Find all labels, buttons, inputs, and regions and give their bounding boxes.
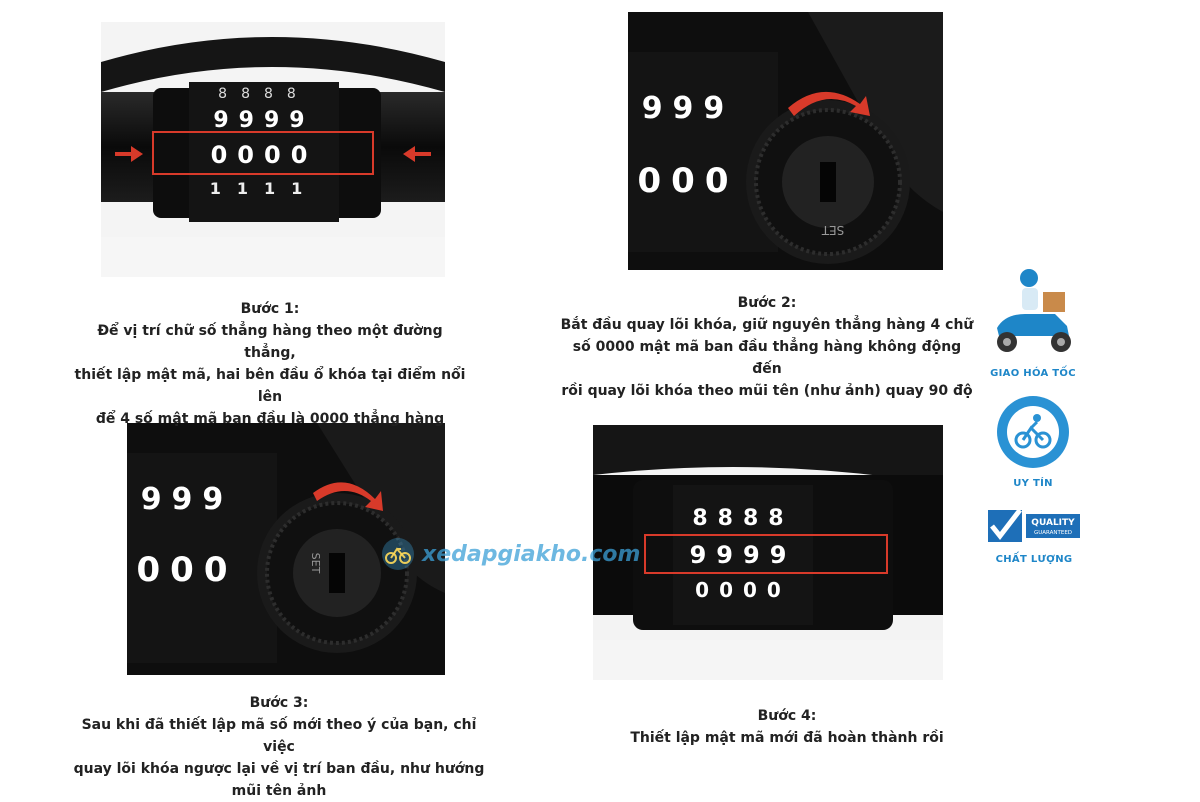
quality-badge: QUALITY GUARANTEED CHẤT LƯỢNG [984, 506, 1084, 565]
watermark: xedapgiakho.com [380, 537, 640, 571]
delivery-scooter-icon [997, 269, 1071, 352]
step-1-photo: 8888 9999 0000 1111 [101, 22, 445, 277]
step-1-line-1: Để vị trí chữ số thẳng hàng theo một đườ… [97, 323, 443, 361]
rotate-arrow-icon [788, 91, 870, 116]
combination-lock-front-image: 8888 9999 0000 1111 [101, 22, 445, 277]
quality-label: CHẤT LƯỢNG [995, 554, 1073, 565]
step-1-line-3: để 4 số mật mã ban đầu là 0000 thẳng hàn… [95, 411, 445, 427]
watermark-text: xedapgiakho.com [422, 541, 641, 567]
dial-row-9: 9999 [213, 108, 314, 133]
key-slot-icon [820, 162, 836, 202]
step-1-caption: Bước 1: Để vị trí chữ số thẳng hàng theo… [72, 298, 468, 430]
dial-row-1: 1111 [210, 179, 319, 198]
step-1-line-2: thiết lập mật mã, hai bên đầu ổ khóa tại… [74, 367, 466, 405]
key-slot-icon [329, 553, 345, 593]
lock-core-return-image: 999 000 SET [127, 423, 445, 675]
step-3-photo: 999 000 SET [127, 423, 445, 675]
step-3-title: Bước 3: [249, 695, 309, 711]
alignment-highlight-box [644, 534, 888, 574]
alignment-highlight-box [152, 131, 374, 175]
dial-column-group: 8888 9999 0000 [673, 485, 813, 625]
dial-row-8: 8888 [218, 86, 310, 102]
step-1-title: Bước 1: [240, 301, 300, 317]
step-3-line-2: quay lõi khóa ngược lại về vị trí ban đầ… [73, 761, 485, 777]
step-2-caption: Bước 2: Bắt đầu quay lõi khóa, giữ nguyê… [558, 292, 976, 402]
dial-column-group: 999 000 [127, 453, 277, 663]
dial-row-0: 000 [638, 161, 739, 201]
right-arrow-icon [403, 146, 431, 162]
dial-row-0: 0000 [695, 578, 791, 602]
quality-guaranteed-icon: QUALITY GUARANTEED [988, 508, 1080, 542]
dial-row-9: 999 [642, 91, 735, 126]
cyclist-seal-icon [997, 396, 1069, 468]
step-2-title: Bước 2: [737, 295, 797, 311]
step-4-title: Bước 4: [757, 708, 817, 724]
step-3-line-3: mũi tên ảnh [231, 783, 327, 799]
bicycle-logo-icon [382, 538, 414, 570]
step-2-line-2: số 0000 mật mã ban đầu thẳng hàng không … [572, 339, 962, 377]
dial-row-0: 000 [137, 550, 238, 590]
set-engraving: SET [821, 223, 844, 237]
fast-delivery-label: GIAO HÓA TỐC [990, 368, 1076, 379]
dial-row-0: 0000 [211, 141, 318, 169]
dial-row-9: 9999 [690, 541, 797, 569]
step-2-line-1: Bắt đầu quay lõi khóa, giữ nguyên thẳng … [560, 317, 974, 333]
step-2-line-3: rồi quay lõi khóa theo mũi tên (như ảnh)… [561, 383, 973, 399]
reputation-badge: UY TÍN [990, 394, 1076, 489]
dial-row-9: 999 [141, 482, 234, 517]
step-4-caption: Bước 4: Thiết lập mật mã mới đã hoàn thà… [600, 705, 974, 749]
step-4-photo: 8888 9999 0000 [593, 425, 943, 680]
lock-core-rotate-image: 999 000 SET [628, 12, 943, 270]
step-2-photo: 999 000 SET [628, 12, 943, 270]
dial-row-8: 8888 [692, 506, 793, 531]
reputation-label: UY TÍN [1013, 478, 1053, 489]
step-3-caption: Bước 3: Sau khi đã thiết lập mã số mới t… [64, 692, 494, 802]
lock-new-code-image: 8888 9999 0000 [593, 425, 943, 680]
step-4-line-1: Thiết lập mật mã mới đã hoàn thành rồi [630, 730, 944, 746]
quality-stamp-subtext: GUARANTEED [1034, 530, 1072, 536]
dial-column-group: 8888 9999 0000 1111 [189, 82, 339, 222]
fast-delivery-badge: GIAO HÓA TỐC [980, 264, 1086, 379]
rotate-back-arrow-icon [313, 482, 383, 511]
quality-stamp-text: QUALITY [1031, 518, 1075, 528]
set-engraving: SET [309, 553, 322, 574]
step-3-line-1: Sau khi đã thiết lập mã số mới theo ý củ… [81, 717, 477, 755]
left-arrow-icon [115, 146, 143, 162]
